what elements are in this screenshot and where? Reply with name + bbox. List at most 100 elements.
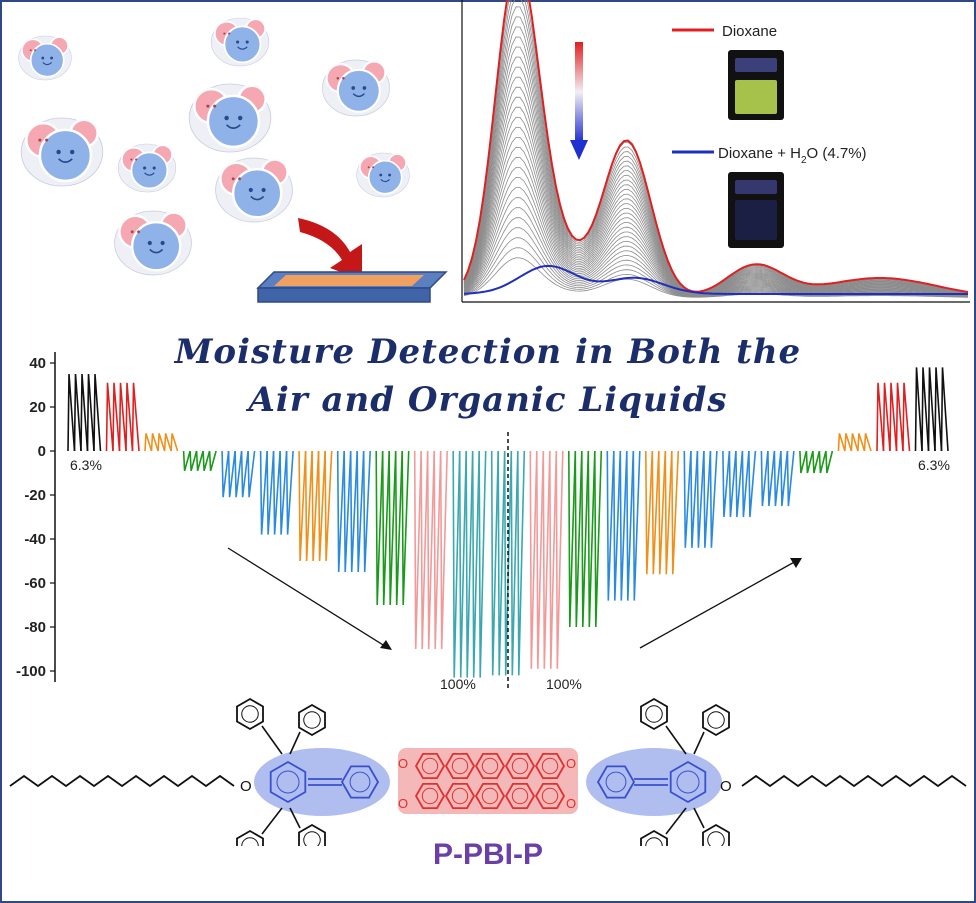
response-group <box>144 433 179 452</box>
ring <box>596 765 636 799</box>
response-pulse <box>542 450 551 669</box>
y-tick-label: 20 <box>29 399 46 416</box>
response-pulse <box>478 450 487 678</box>
response-pulse <box>503 450 513 676</box>
response-pulse <box>555 450 564 669</box>
response-group <box>645 450 680 575</box>
response-pulse <box>131 382 140 452</box>
spectrum-curve-dioxane <box>463 0 969 293</box>
response-pulse <box>221 450 230 498</box>
response-pulse <box>799 450 808 474</box>
compound-label: P-PBI-P <box>432 838 543 871</box>
response-pulse <box>336 450 345 573</box>
response-pulse <box>889 382 898 452</box>
response-pulse <box>266 450 275 535</box>
response-pulse <box>439 450 448 650</box>
oxygen-atom: O <box>566 796 576 811</box>
response-group <box>799 450 834 474</box>
response-pulse <box>863 433 872 452</box>
water-molecule <box>114 210 192 276</box>
response-pulse <box>587 450 596 628</box>
response-pulse <box>240 450 249 498</box>
response-pulse <box>876 382 885 452</box>
response-pulse <box>285 450 294 535</box>
response-pulse <box>818 450 827 474</box>
response-pulse <box>195 450 204 472</box>
annotation-center-left: 100% <box>440 676 476 692</box>
response-pulse <box>227 450 236 498</box>
response-pulse <box>317 450 326 562</box>
response-pulse <box>208 450 217 472</box>
spectrum-curves <box>461 0 970 303</box>
arm-highlight-left <box>254 748 390 816</box>
spectrum-curve <box>463 66 969 295</box>
ring <box>702 823 730 846</box>
response-pulse <box>651 450 660 575</box>
water-molecule <box>117 143 177 193</box>
response-pulse <box>619 450 628 601</box>
ring <box>236 697 264 731</box>
response-pulse <box>324 450 333 562</box>
response-group <box>529 450 564 669</box>
response-pulse <box>497 450 506 676</box>
response-pulse <box>150 433 159 452</box>
response-pulse <box>458 450 467 678</box>
response-pulse <box>850 433 859 452</box>
response-group <box>298 450 333 562</box>
y-tick-label: -100 <box>16 663 46 680</box>
alkyl-chain-right <box>741 774 967 788</box>
response-pulse <box>163 433 172 452</box>
response-pulse <box>812 450 821 474</box>
oxygen-atom: O <box>566 756 576 771</box>
response-pulse <box>401 450 410 606</box>
response-pulse <box>882 382 891 452</box>
response-pulse <box>343 450 352 573</box>
ring <box>640 829 668 846</box>
response-group <box>221 450 256 498</box>
ring <box>504 783 536 809</box>
response-group <box>914 367 949 452</box>
triptycene-left <box>236 697 380 846</box>
response-pulse <box>105 382 114 452</box>
response-pulse <box>914 367 923 452</box>
response-pulse <box>574 450 583 628</box>
alkyl-chain-left <box>9 774 235 788</box>
emission-spectrum: Dioxane Dioxane + H2O (4.7%) <box>461 0 970 303</box>
response-pulse <box>465 450 474 678</box>
response-pulse <box>298 450 307 562</box>
oxygen-left: O <box>240 778 252 795</box>
film-substrate-edge <box>257 287 431 303</box>
red-arrow-icon <box>298 218 362 280</box>
response-pulse <box>362 450 371 573</box>
response-pulse <box>722 450 731 518</box>
response-pulse <box>690 450 699 548</box>
response-pulse <box>594 450 603 628</box>
response-pulse <box>857 433 866 452</box>
ring <box>669 760 707 804</box>
title-line-1: Moisture Detection in Both the <box>174 332 802 372</box>
water-molecule <box>215 157 293 223</box>
y-tick-label: 40 <box>29 355 46 372</box>
response-group <box>67 373 102 452</box>
response-traces <box>67 367 949 678</box>
trend-arrow-down <box>227 547 389 649</box>
response-pulse <box>304 450 313 562</box>
response-pulse <box>773 450 782 507</box>
response-group <box>259 450 294 535</box>
response-pulse <box>157 433 166 452</box>
response-pulse <box>895 382 904 452</box>
ring <box>414 753 446 779</box>
response-pulse <box>182 450 191 472</box>
response-pulse <box>613 450 622 601</box>
water-molecule <box>18 35 72 81</box>
response-pulse <box>394 450 403 606</box>
response-pulse <box>786 450 795 507</box>
response-pulse <box>536 450 545 669</box>
ring <box>298 823 326 846</box>
response-pulse <box>741 450 750 518</box>
ring <box>474 753 506 779</box>
response-pulse <box>375 450 384 606</box>
y-tick-label: -40 <box>24 531 46 548</box>
